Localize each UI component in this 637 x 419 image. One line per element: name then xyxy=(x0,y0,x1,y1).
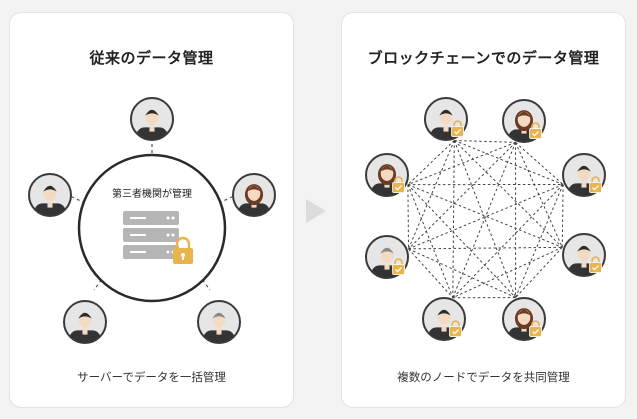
lock-icon xyxy=(589,256,602,274)
traditional-data-management-panel: 従来のデータ管理 第三者機関が管理 xyxy=(9,12,294,408)
panel-caption: サーバーでデータを一括管理 xyxy=(77,370,226,384)
person-avatar-icon xyxy=(502,99,546,143)
lock-icon xyxy=(589,176,602,194)
person-avatar-icon xyxy=(422,297,466,341)
centralized-diagram: 第三者機関が管理 xyxy=(28,97,276,344)
lock-icon xyxy=(529,122,542,139)
lock-icon xyxy=(392,176,405,194)
person-avatar-icon xyxy=(63,300,107,344)
person-avatar-icon xyxy=(424,97,468,141)
distributed-diagram xyxy=(365,97,606,341)
panel-title: ブロックチェーンでのデータ管理 xyxy=(367,49,600,67)
person-avatar-icon xyxy=(130,97,174,141)
panel-title: 従来のデータ管理 xyxy=(89,49,214,67)
third-party-label: 第三者機関が管理 xyxy=(112,187,192,200)
person-avatar-icon xyxy=(502,297,546,341)
person-avatar-icon xyxy=(197,300,241,344)
person-avatar-icon xyxy=(28,173,72,217)
panel-caption: 複数のノードでデータを共同管理 xyxy=(397,370,570,384)
lock-icon xyxy=(392,258,405,276)
arrow-right-icon xyxy=(306,199,326,223)
lock-icon xyxy=(449,320,462,338)
blockchain-data-management-panel: ブロックチェーンでのデータ管理 複数のノードでデータを共同管理 xyxy=(341,12,626,408)
person-avatar-icon xyxy=(562,153,606,197)
person-avatar-icon xyxy=(365,235,409,279)
lock-icon xyxy=(529,320,542,338)
mesh-connection-lines xyxy=(407,139,564,299)
lock-icon xyxy=(451,120,464,137)
person-avatar-icon xyxy=(365,153,409,197)
lock-icon xyxy=(173,236,193,264)
person-avatar-icon xyxy=(562,233,606,277)
server-icon xyxy=(123,211,179,259)
person-avatar-icon xyxy=(232,173,276,217)
